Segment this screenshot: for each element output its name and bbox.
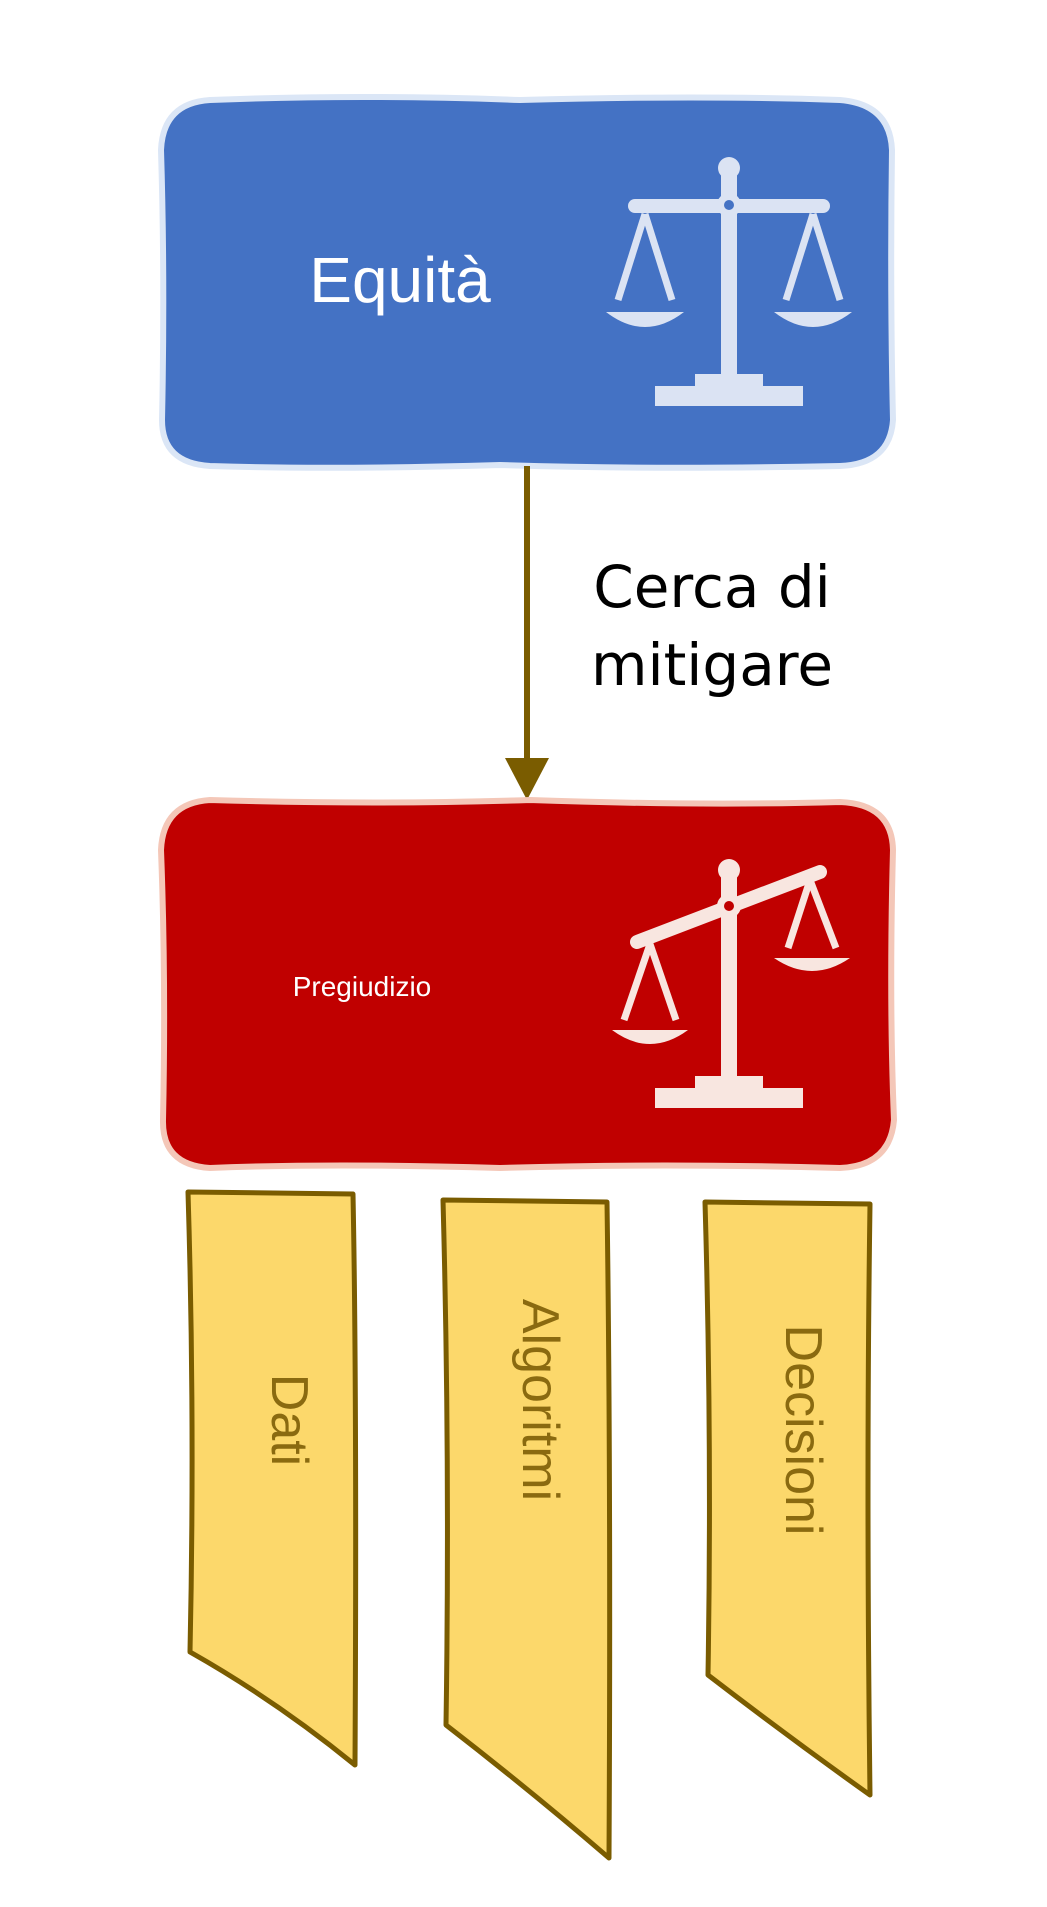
tilted-scale-icon: [612, 859, 850, 1108]
tag-algoritmi-label: Algoritmi: [511, 1299, 569, 1501]
connector-mitigates: Cerca di mitigare: [505, 466, 833, 800]
tag-dati-label: Dati: [260, 1374, 318, 1466]
node-equita-title: Equità: [309, 244, 491, 316]
balanced-scale-icon: [606, 157, 852, 406]
node-equita-box: [157, 94, 897, 471]
tag-decisioni-shape: [702, 1199, 873, 1798]
node-equita: Equità: [157, 94, 897, 471]
tag-decisioni: Decisioni: [702, 1199, 873, 1798]
tag-dati-shape: [185, 1189, 359, 1768]
node-pregiudizio-title: Pregiudizio: [293, 971, 432, 1002]
tag-algoritmi: Algoritmi: [440, 1197, 613, 1861]
node-pregiudizio: Pregiudizio: [157, 796, 898, 1172]
tag-decisioni-label: Decisioni: [774, 1325, 832, 1536]
tag-algoritmi-shape: [440, 1197, 613, 1861]
connector-label-line2: mitigare: [591, 631, 833, 699]
connector-label-line1: Cerca di: [593, 553, 831, 621]
tag-dati: Dati: [185, 1189, 359, 1768]
arrowhead-icon: [505, 758, 549, 800]
node-pregiudizio-box: [157, 796, 898, 1172]
